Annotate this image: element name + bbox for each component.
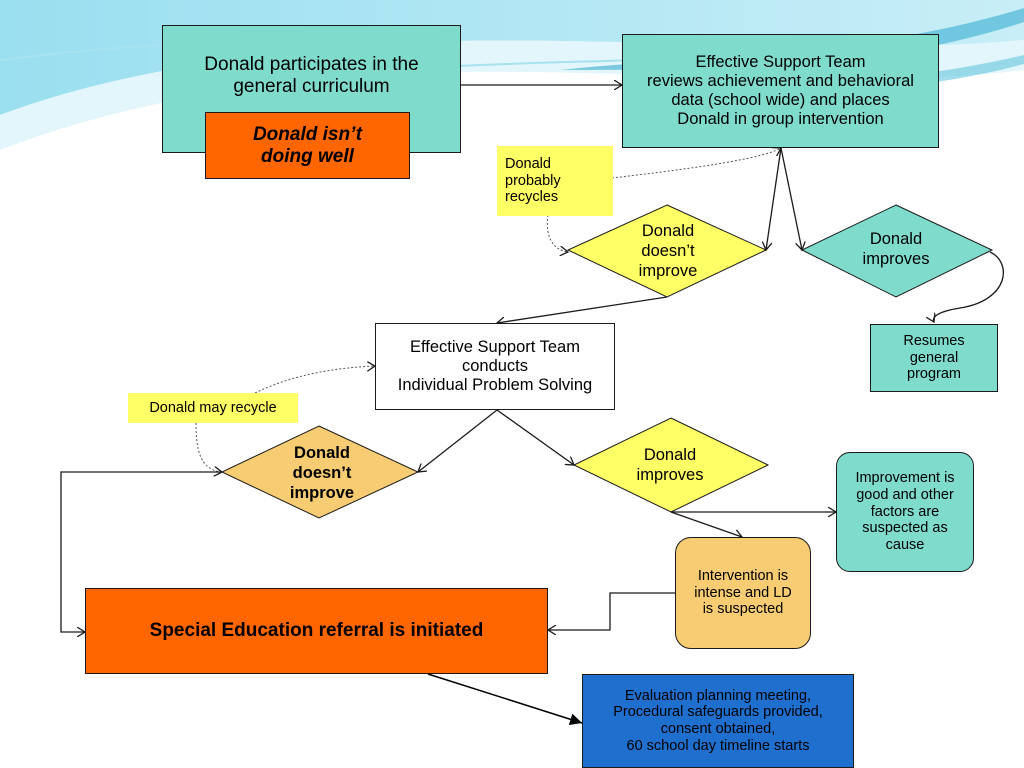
diamond-label-doesnt-improve-2: Donald doesn’t improve bbox=[289, 444, 355, 502]
connector-improves-to-intense bbox=[670, 511, 742, 537]
diamond-label-improves-2: Donald improves bbox=[636, 446, 704, 484]
connector-recycle-1b bbox=[546, 214, 568, 252]
diamond-improves-1 bbox=[800, 204, 994, 298]
connector-referral-to-evaluation bbox=[427, 673, 583, 726]
connector-individual-to-improves bbox=[496, 409, 574, 465]
node-support-team-individual: Effective Support Team conducts Individu… bbox=[375, 323, 615, 410]
note-may-recycle: Donald may recycle bbox=[128, 393, 298, 423]
node-not-doing-well: Donald isn’t doing well bbox=[205, 112, 410, 179]
connector-recycle-1 bbox=[611, 148, 781, 179]
connector-individual-to-doesnt-improve bbox=[418, 409, 498, 472]
note-probably-recycles: Donald probably recycles bbox=[497, 146, 613, 216]
connector-intense-to-referral bbox=[548, 592, 675, 630]
connector-team-to-doesnt-improve bbox=[766, 147, 782, 250]
node-support-team-group: Effective Support Team reviews achieveme… bbox=[622, 34, 939, 148]
connector-team-to-improves bbox=[780, 147, 802, 250]
connector-doesnt-improve-to-individual bbox=[497, 296, 668, 323]
connector-recycle-2 bbox=[254, 366, 375, 394]
connector-recycle-2b bbox=[195, 422, 222, 472]
node-intervention-intense: Intervention is intense and LD is suspec… bbox=[675, 537, 811, 649]
node-sped-referral: Special Education referral is initiated bbox=[85, 588, 548, 674]
connector-doesnt-improve-to-referral bbox=[60, 471, 222, 632]
node-evaluation-planning: Evaluation planning meeting, Procedural … bbox=[582, 674, 854, 768]
diamond-doesnt-improve-2 bbox=[220, 425, 420, 519]
diamond-label-doesnt-improve-1: Donald doesn’t improve bbox=[638, 222, 698, 280]
node-resumes-program: Resumes general program bbox=[870, 324, 998, 392]
diamond-label-improves-1: Donald improves bbox=[862, 230, 930, 268]
connector-improves-to-resumes bbox=[933, 251, 1004, 322]
node-improvement-good: Improvement is good and other factors ar… bbox=[836, 452, 974, 572]
